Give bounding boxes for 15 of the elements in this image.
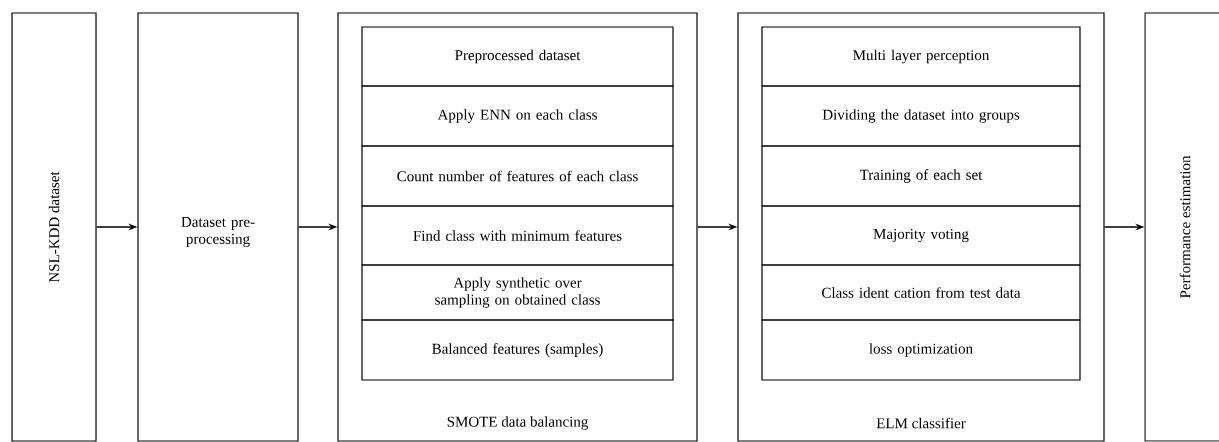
step-box: Class ident cation from test data xyxy=(761,264,1081,321)
process-box: Performance estimation xyxy=(1144,12,1219,442)
step-box: Multi layer perception xyxy=(761,26,1081,87)
step-box: Apply ENN on each class xyxy=(361,85,674,147)
step-box: Training of each set xyxy=(761,145,1081,207)
step-box: loss optimization xyxy=(761,319,1081,381)
step-box: Find class with minimum features xyxy=(361,205,674,266)
step-box: Apply synthetic over sampling on obtained class xyxy=(361,264,674,321)
step-box: Dividing the dataset into groups xyxy=(761,85,1081,147)
step-box: Count number of features of each class xyxy=(361,145,674,207)
process-box: Dataset pre-processing xyxy=(137,12,299,442)
step-box: Balanced features (samples) xyxy=(361,319,674,381)
step-box: Preprocessed dataset xyxy=(361,26,674,87)
process-box: NSL-KDD dataset xyxy=(11,12,97,442)
step-box: Majority voting xyxy=(761,205,1081,266)
